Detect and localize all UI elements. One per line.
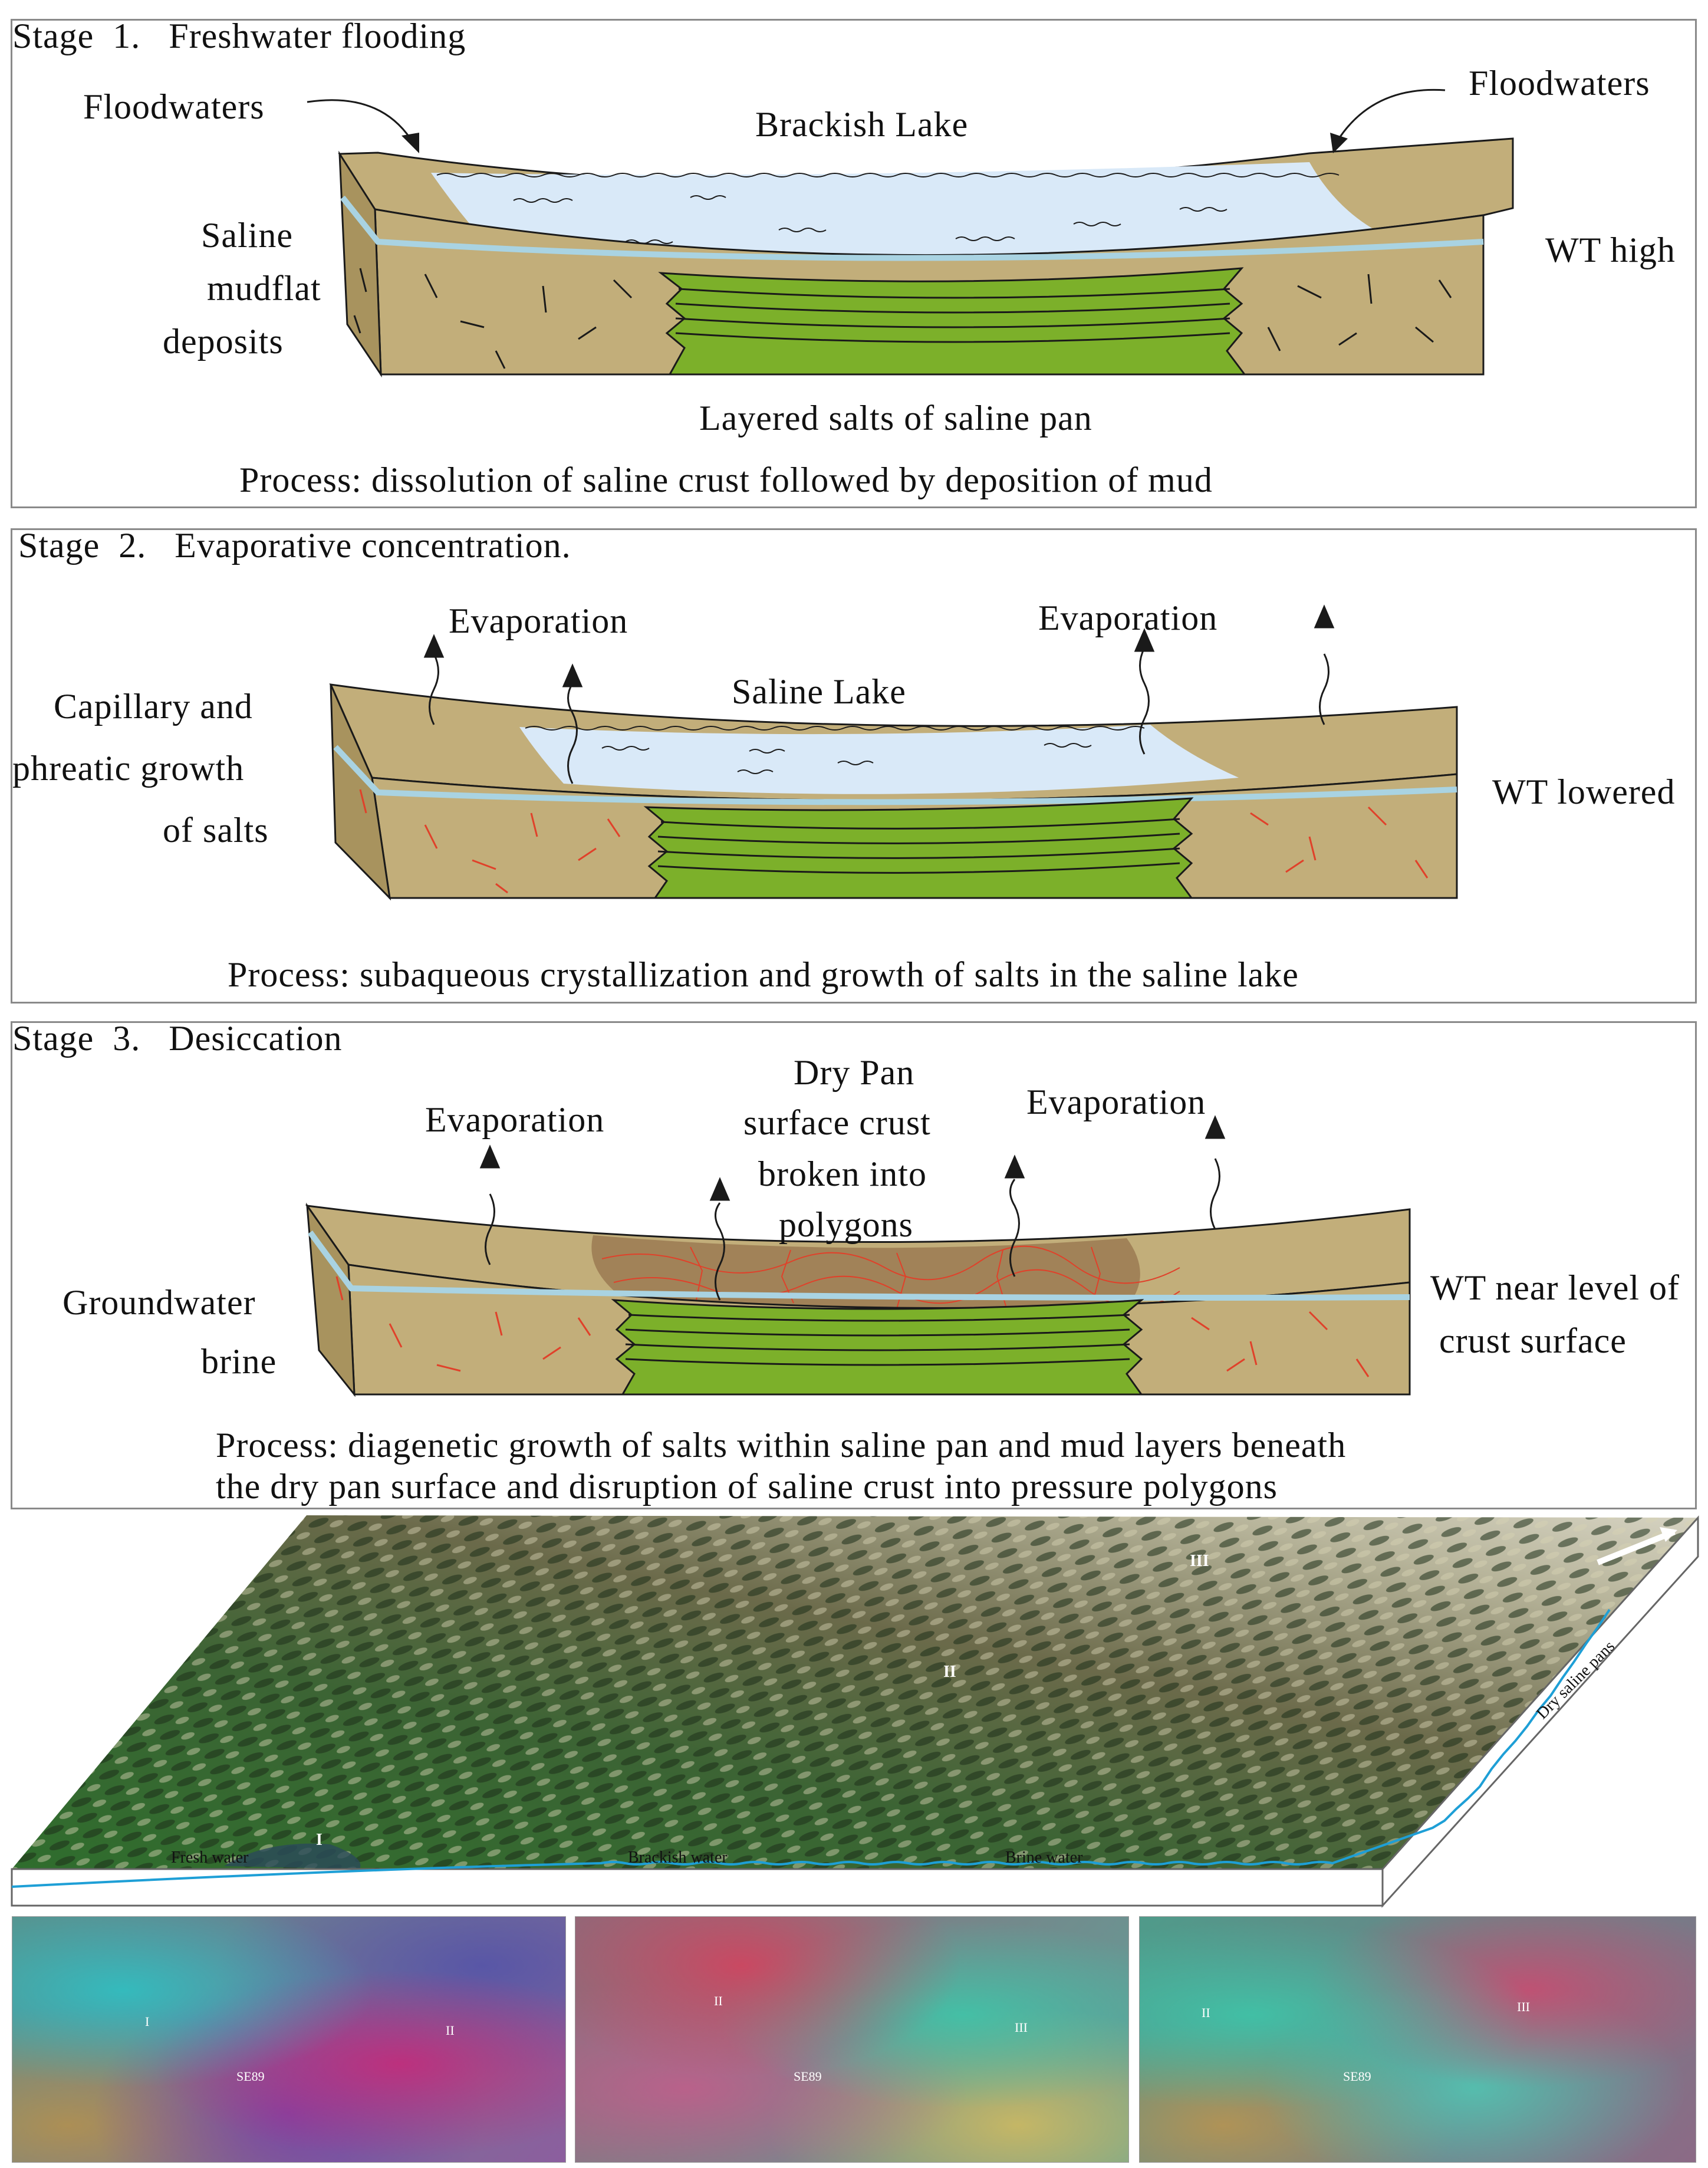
stage1-bottom-label: Layered salts of saline pan [699,399,1092,437]
stage1-lake-surface [436,173,1340,177]
stage1-side-label-2: mudflat [207,269,321,308]
stage3-salt-body [611,1299,1144,1396]
stage3-pan-label-2: surface crust [743,1103,931,1142]
landscape-fresh-lake [224,1843,361,1869]
stage3-evaporation-left: Evaporation [425,1100,605,1139]
stage1-process: Process: dissolution of saline crust fol… [239,460,1213,499]
sat2-zone-b: III [1015,2020,1028,2035]
stage1-water-table [340,195,1484,261]
stage3-wt-label-1: WT near level of [1430,1268,1680,1307]
stage3-side-label-1: Groundwater [62,1283,256,1322]
stage2-panel: Stage 2. Evaporative concentration. Evap… [11,526,1697,1004]
stage1-lake-label: Brackish Lake [755,105,969,144]
stage2-wt-label: WT lowered [1492,772,1676,811]
sat2-well: SE89 [794,2069,822,2084]
sat1-well: SE89 [236,2069,265,2084]
landscape-front-face [11,1868,1384,1907]
stage1-floodwaters-left: Floodwaters [83,87,265,126]
satellite-panel-3: II III SE89 [1139,1916,1696,2163]
zone-label-i: I [316,1831,322,1849]
stage3-panel: Stage 3. Desiccation Evaporation Evapora… [11,1019,1697,1509]
sat3-well: SE89 [1343,2069,1371,2084]
brine-water-label: Brine water [1005,1848,1083,1867]
fresh-water-label: Fresh water [171,1848,249,1867]
sat2-zone-a: II [714,1993,723,2008]
stage3-process-1: Process: diagenetic growth of salts with… [216,1426,1347,1465]
stage3-pan-label-1: Dry Pan [794,1053,915,1092]
stage2-salt-body [643,797,1194,899]
stage1-floodwater-arrow-right [1338,88,1446,139]
stage2-diagram [329,604,1458,901]
zone-label-iii: III [1190,1552,1209,1570]
zone-label-ii: II [943,1663,956,1681]
stage2-lake [519,725,1239,794]
stage3-evaporation-right: Evaporation [1026,1083,1206,1121]
sat3-zone-b: III [1517,1999,1530,2014]
stage1-side-label-3: deposits [163,322,284,361]
sat1-zone-b: II [446,2023,455,2038]
stage1-panel: Stage 1. Freshwater flooding Floodwaters… [11,17,1697,508]
sat3-zone-a: II [1202,2005,1210,2020]
stage2-lake-label: Saline Lake [732,672,906,711]
satellite-panel-1: I II SE89 [12,1916,566,2163]
stage2-evaporation-right: Evaporation [1038,598,1218,637]
stage3-side-label-2: brine [201,1342,277,1381]
stage3-pan-label-3: broken into [758,1154,927,1193]
stage2-evaporation-left: Evaporation [449,601,628,640]
stage3-diagram [305,1115,1411,1397]
stage1-diagram [307,88,1514,378]
stage1-title: Stage 1. Freshwater flooding [12,17,466,55]
stage2-lake-surface [525,726,1145,731]
landscape-block-diagram: I II III Fresh water Brackish water Brin… [0,1509,1708,1910]
stage2-water-table [333,745,1457,805]
sat1-zone-a: I [145,2014,150,2029]
stage2-side-label-2: phreatic growth [12,749,245,788]
brackish-water-label: Brackish water [628,1848,728,1867]
stage2-process: Process: subaqueous crystallization and … [228,955,1299,994]
stage2-side-label-3: of salts [163,811,269,850]
stage3-pan-label-4: polygons [779,1205,914,1244]
stage1-side-label-1: Saline [201,216,293,255]
landscape-block-svg [11,1515,1699,1908]
satellite-panel-2: II III SE89 [575,1916,1129,2163]
stage1-wt-label: WT high [1545,231,1676,269]
landscape-groundwater-line [11,1608,1611,1888]
stage2-title: Stage 2. Evaporative concentration. [18,526,571,565]
stage1-floodwaters-right: Floodwaters [1469,64,1650,103]
stage3-process-2: the dry pan surface and disruption of sa… [216,1467,1278,1506]
stage3-water-table [307,1231,1410,1301]
stage1-salt-body [658,267,1246,376]
stage3-left-face [306,1202,356,1397]
stage1-floodwater-arrow-left [307,99,412,139]
stage3-title: Stage 3. Desiccation [12,1019,343,1058]
stage3-wt-label-2: crust surface [1439,1321,1627,1360]
stage3-polygon-cracks [601,1245,1180,1310]
stage2-side-label-1: Capillary and [54,687,253,726]
